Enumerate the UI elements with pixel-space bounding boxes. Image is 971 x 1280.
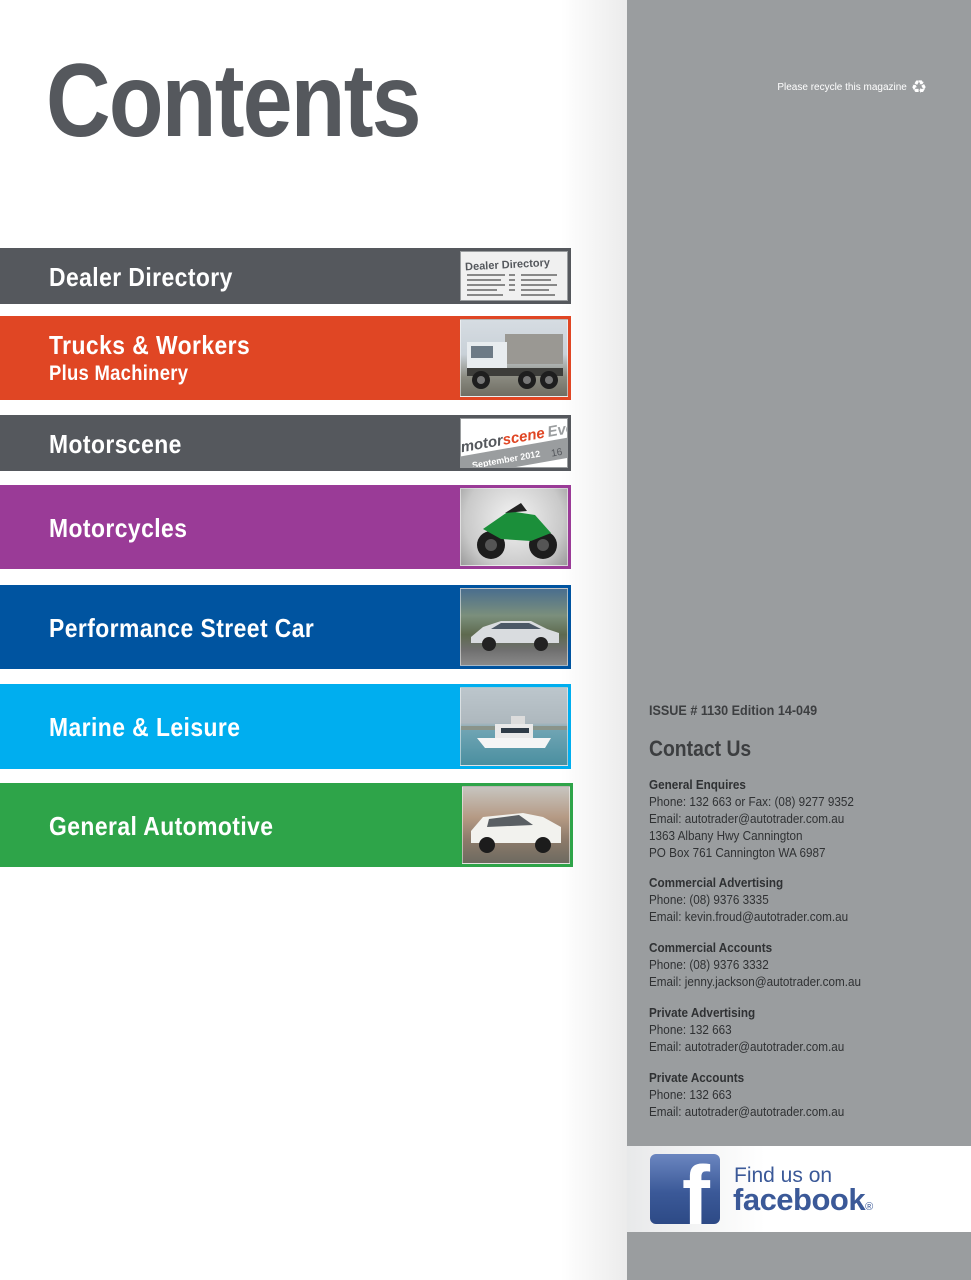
contact-group-commercial-accounts: Commercial Accounts Phone: (08) 9376 333… <box>649 939 861 990</box>
registered-mark: ® <box>865 1201 873 1213</box>
contact-line[interactable]: Email: jenny.jackson@autotrader.com.au <box>649 974 861 989</box>
contact-heading: Commercial Advertising <box>649 875 784 890</box>
contact-panel: Please recycle this magazine ♻ ISSUE # 1… <box>627 0 971 1280</box>
contact-line[interactable]: Email: kevin.froud@autotrader.com.au <box>649 909 849 924</box>
section-label: Marine & Leisure <box>49 712 241 742</box>
contact-line[interactable]: Email: autotrader@autotrader.com.au <box>649 1104 845 1119</box>
contact-group-private-advertising: Private Advertising Phone: 132 663 Email… <box>649 1004 844 1055</box>
contact-line: 1363 Albany Hwy Cannington <box>649 828 803 843</box>
facebook-wordmark: facebook® <box>733 1182 873 1218</box>
svg-text:16: 16 <box>550 447 563 460</box>
contact-title: Contact Us <box>649 736 752 761</box>
contact-line: Phone: 132 663 <box>649 1087 732 1102</box>
motorcycle-photo <box>460 488 568 566</box>
classic-car-photo <box>462 786 570 864</box>
contact-heading: Private Advertising <box>649 1005 756 1020</box>
recycle-icon: ♻ <box>910 77 927 97</box>
contact-group-private-accounts: Private Accounts Phone: 132 663 Email: a… <box>649 1069 844 1120</box>
contact-line: Phone: 132 663 <box>649 1022 732 1037</box>
section-label: Dealer Directory <box>49 262 233 292</box>
sedan-photo <box>460 588 568 666</box>
contact-group-commercial-advertising: Commercial Advertising Phone: (08) 9376 … <box>649 874 848 925</box>
contact-heading: Private Accounts <box>649 1070 745 1085</box>
thumb-title-text: Dealer Directory <box>465 257 551 273</box>
contact-line[interactable]: Email: autotrader@autotrader.com.au <box>649 1039 845 1054</box>
section-general-automotive[interactable]: General Automotive <box>0 783 573 867</box>
page-gutter-shadow <box>560 0 627 1280</box>
section-marine-leisure[interactable]: Marine & Leisure <box>0 684 571 769</box>
contact-line: Phone: 132 663 or Fax: (08) 9277 9352 <box>649 794 854 809</box>
dealer-directory-thumbnail: Dealer Directory <box>460 251 568 301</box>
section-label: Trucks & Workers <box>49 330 251 360</box>
contact-line[interactable]: Email: autotrader@autotrader.com.au <box>649 811 845 826</box>
boat-photo <box>460 687 568 766</box>
recycle-text: Please recycle this magazine <box>777 81 907 93</box>
page-title: Contents <box>46 43 422 159</box>
contact-heading: Commercial Accounts <box>649 940 773 955</box>
facebook-banner[interactable]: f Find us on facebook® <box>627 1146 971 1232</box>
section-label: Motorcycles <box>49 513 188 543</box>
issue-info: ISSUE # 1130 Edition 14-049 <box>649 702 818 718</box>
section-performance-street-car[interactable]: Performance Street Car <box>0 585 571 669</box>
contact-line: PO Box 761 Cannington WA 6987 <box>649 845 826 860</box>
section-motorscene[interactable]: Motorscene motorsceneEven September 2012… <box>0 415 571 471</box>
facebook-logo-icon: f <box>650 1154 720 1224</box>
section-label: Performance Street Car <box>49 613 315 643</box>
motorscene-thumbnail: motorsceneEven September 2012 16 <box>460 418 568 468</box>
facebook-find-text: Find us on <box>734 1164 833 1187</box>
section-sublabel: Plus Machinery <box>49 362 189 385</box>
facebook-word: facebook <box>733 1182 866 1217</box>
truck-photo <box>460 319 568 397</box>
section-trucks-workers[interactable]: Trucks & Workers Plus Machinery <box>0 316 571 400</box>
contact-group-general-enquires: General Enquires Phone: 132 663 or Fax: … <box>649 776 854 861</box>
section-dealer-directory[interactable]: Dealer Directory Dealer Directory <box>0 248 571 304</box>
recycle-notice: Please recycle this magazine ♻ <box>777 78 927 96</box>
section-label: General Automotive <box>49 811 274 841</box>
contact-line: Phone: (08) 9376 3332 <box>649 957 769 972</box>
facebook-logo-letter: f <box>682 1154 710 1224</box>
section-motorcycles[interactable]: Motorcycles <box>0 485 571 569</box>
contact-line: Phone: (08) 9376 3335 <box>649 892 769 907</box>
contact-heading: General Enquires <box>649 777 746 792</box>
section-label: Motorscene <box>49 429 182 459</box>
